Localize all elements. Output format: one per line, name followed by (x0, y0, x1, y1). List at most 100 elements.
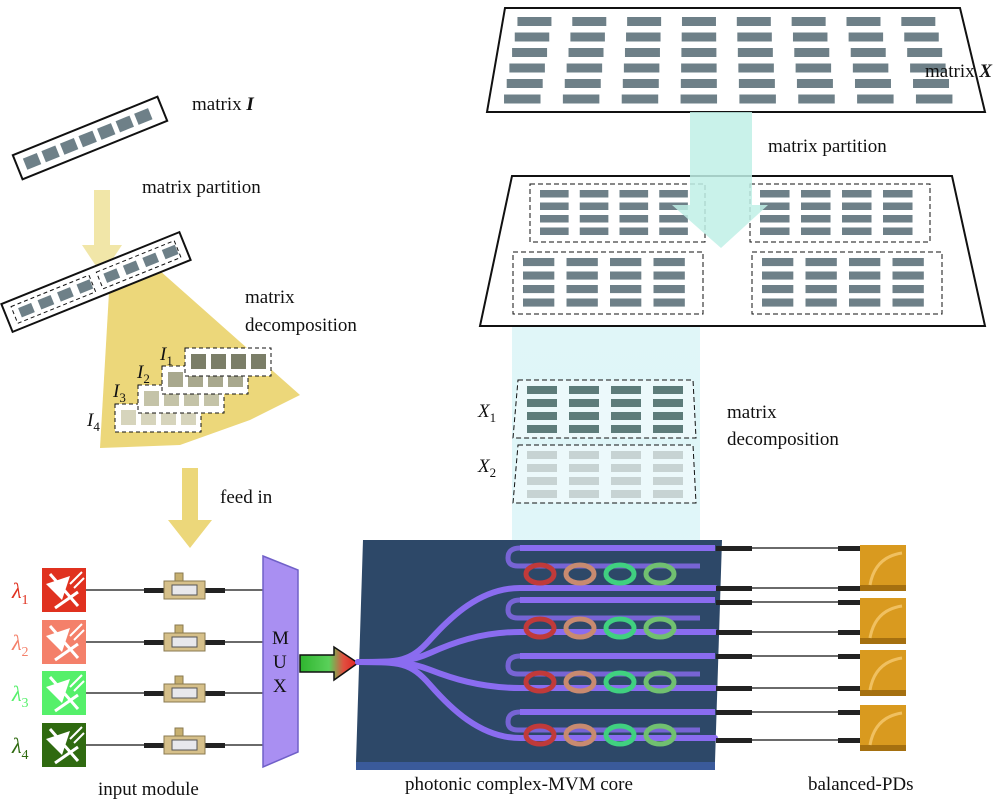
matrix-cell (760, 190, 790, 198)
matrix-cell (854, 79, 891, 88)
microring-resonator (563, 616, 597, 640)
matrix-cell (569, 451, 599, 459)
matrix-cell (737, 32, 772, 42)
pd-connector (838, 630, 860, 635)
laser-diode-icon-line (54, 590, 79, 610)
microring-resonator (643, 616, 677, 640)
pd-connector (838, 710, 860, 715)
matrix-cell (883, 202, 913, 210)
output-connector (716, 738, 752, 743)
matrix-cell (794, 48, 830, 57)
matrix-cell (852, 63, 889, 73)
microring-resonator (643, 562, 677, 586)
matrix-cell (523, 271, 555, 280)
balanced-pd (860, 650, 906, 696)
microring-resonator (563, 723, 597, 747)
output-connector (716, 600, 752, 605)
matrix-cell (579, 215, 609, 223)
matrix-cell (627, 17, 662, 26)
decomposition-left-label-1: matrix (245, 287, 295, 308)
matrix-cell (762, 271, 794, 280)
matrix-cell (103, 268, 121, 283)
matrix-X-label: matrix X (925, 61, 993, 82)
matrix-cell (144, 391, 159, 406)
pd-highlight (868, 604, 903, 639)
microring-resonator (643, 670, 677, 694)
sub-matrix-X (512, 444, 697, 504)
matrix-cell (566, 285, 598, 294)
matrix-cell (738, 79, 775, 88)
matrix-cell (805, 258, 837, 267)
microring-resonator (603, 670, 637, 694)
matrix-cell (680, 79, 717, 88)
matrix-cell (506, 79, 543, 88)
matrix-cell (562, 94, 600, 104)
matrix-cell (184, 391, 199, 406)
matrix-cell (142, 252, 160, 268)
matrix-X (485, 7, 987, 113)
matrix-cell (621, 94, 659, 104)
matrix-cell (622, 79, 659, 88)
matrix-cell (611, 490, 641, 498)
matrix-cell (653, 298, 685, 307)
matrix-cell (514, 32, 550, 42)
matrix-cell (805, 298, 837, 307)
matrix-cell (204, 391, 219, 406)
matrix-cell (161, 410, 176, 425)
pd-highlight (868, 711, 903, 746)
connector (144, 588, 164, 593)
modulator-pin (174, 727, 184, 737)
matrix-cell (798, 94, 835, 104)
modulator-pin (174, 624, 184, 634)
matrix-cell (915, 94, 953, 104)
matrix-cell (619, 215, 649, 223)
matrix-cell (569, 477, 599, 485)
pd-base (860, 745, 906, 751)
partition-arrow (82, 190, 122, 275)
decomposition-right-label-2: decomposition (727, 429, 839, 450)
microring-resonator (643, 723, 677, 747)
microring-resonator (603, 723, 637, 747)
partition-right-label: matrix partition (768, 136, 887, 157)
microring-resonator (563, 562, 597, 586)
matrix-cell (801, 190, 831, 198)
matrix-cell (848, 32, 884, 42)
matrix-cell (842, 202, 872, 210)
laser-diode-icon-line (54, 693, 79, 713)
matrix-cell (795, 63, 832, 73)
matrix-cell (883, 215, 913, 223)
matrix-cell (624, 48, 660, 57)
matrix-cell (568, 48, 604, 57)
matrix-cell (527, 399, 557, 407)
matrix-cell (610, 285, 642, 294)
matrix-cell (611, 412, 641, 420)
matrix-cell (566, 63, 603, 73)
matrix-cell (805, 285, 837, 294)
matrix-cell (134, 108, 153, 125)
microring-resonator (523, 562, 557, 586)
waveguide (355, 659, 718, 741)
output-connector (716, 630, 752, 635)
microring-resonator (523, 616, 557, 640)
pd-connector (838, 686, 860, 691)
pd-highlight (868, 656, 903, 691)
matrix-cell (796, 79, 833, 88)
decomposition-left-label-2: decomposition (245, 315, 357, 336)
mux-label-m: M (272, 628, 289, 649)
matrix-cell (251, 354, 266, 369)
pd-base (860, 638, 906, 644)
matrix-cell (653, 412, 683, 420)
matrix-cell (681, 17, 716, 26)
matrix-cell (211, 354, 226, 369)
matrix-cell (527, 477, 557, 485)
matrix-cell (626, 32, 661, 42)
pd-connector (838, 586, 860, 591)
matrix-cell (97, 123, 116, 140)
connector (144, 743, 164, 748)
connector (205, 743, 225, 748)
matrix-cell (527, 412, 557, 420)
matrix-cell (231, 354, 246, 369)
modulator-window (171, 636, 198, 648)
pd-connector (838, 738, 860, 743)
